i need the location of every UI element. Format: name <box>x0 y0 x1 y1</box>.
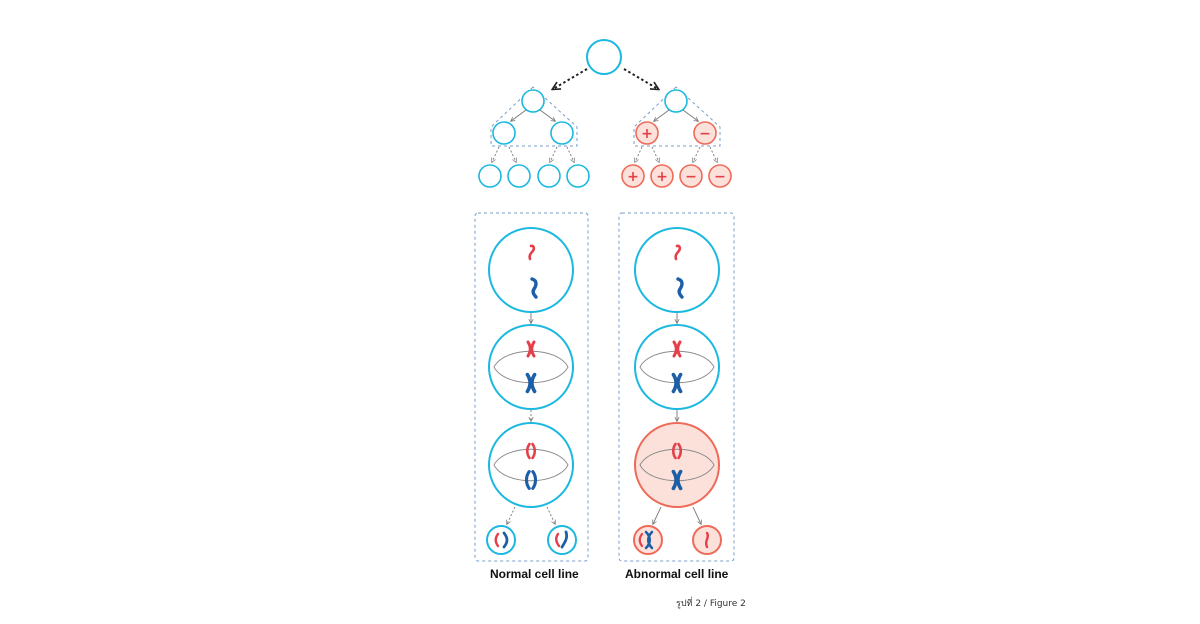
spindle <box>639 448 715 482</box>
normal-cell-line-label: Normal cell line <box>490 567 579 581</box>
normal-daughter-cell-left <box>486 525 516 555</box>
abnormal-interphase-cell <box>634 227 720 313</box>
minus-sign: − <box>685 169 697 185</box>
abnormal-subtree: + − + + − − <box>621 86 732 188</box>
blue-chromosome <box>644 530 654 550</box>
red-chromosome <box>704 531 710 549</box>
normal-tree-cell-top <box>521 89 545 113</box>
normal-tree-leaf-1 <box>478 164 502 188</box>
abnormal-tree-cell-minus <box>693 121 717 145</box>
abnormal-subtree-dashed-outline <box>633 86 721 147</box>
abnormal-anaphase-cell <box>634 422 720 508</box>
normal-tree-cell-mid-left <box>492 121 516 145</box>
normal-metaphase-cell <box>488 324 574 410</box>
lineage-tree: + − + + − − <box>478 39 732 188</box>
normal-cell-line-panel <box>474 212 589 562</box>
normal-tree-cell-mid-right <box>550 121 574 145</box>
minus-sign: − <box>699 126 711 142</box>
arrow-down-right <box>546 506 555 524</box>
figure-caption: รูปที่ 2 / Figure 2 <box>676 599 746 609</box>
minus-sign: − <box>714 169 726 185</box>
arrow-down-right <box>692 506 701 524</box>
blue-chromosome <box>502 531 509 549</box>
abnormal-tree-cell-top <box>664 89 688 113</box>
abnormal-tree-leaf-plus-2 <box>650 164 674 188</box>
arrow-to-abnormal-tree <box>623 68 658 89</box>
abnormal-cell-line-label: Abnormal cell line <box>625 567 729 581</box>
root-cell <box>586 39 622 75</box>
abnormal-cell-line-panel <box>618 212 735 562</box>
normal-tree-leaf-3 <box>537 164 561 188</box>
arrow-down-left <box>653 506 662 524</box>
blue-chromosome <box>560 530 569 549</box>
normal-panel-dashed-box <box>474 212 589 562</box>
plus-sign: + <box>656 169 668 185</box>
red-chromosome <box>555 532 561 548</box>
abnormal-panel-dashed-box <box>618 212 735 562</box>
normal-interphase-cell <box>488 227 574 313</box>
plus-sign: + <box>627 169 639 185</box>
abnormal-tree-leaf-plus-1 <box>621 164 645 188</box>
abnormal-tree-leaf-minus-1 <box>679 164 703 188</box>
normal-tree-leaf-4 <box>566 164 590 188</box>
abnormal-tree-leaf-minus-2 <box>708 164 732 188</box>
arrow-down-left <box>507 506 516 524</box>
red-chromosome <box>638 532 644 548</box>
normal-daughter-cell-right <box>547 525 577 555</box>
normal-tree-leaf-2 <box>507 164 531 188</box>
spindle <box>639 350 715 384</box>
arrow-to-normal-tree <box>553 68 588 89</box>
spindle <box>493 448 569 482</box>
spindle <box>493 350 569 384</box>
plus-sign: + <box>641 126 653 142</box>
abnormal-tree-cell-plus <box>635 121 659 145</box>
abnormal-metaphase-cell <box>634 324 720 410</box>
normal-subtree-dashed-outline <box>490 86 578 147</box>
normal-anaphase-cell <box>488 422 574 508</box>
red-chromosome <box>494 532 500 548</box>
normal-subtree <box>478 86 590 188</box>
